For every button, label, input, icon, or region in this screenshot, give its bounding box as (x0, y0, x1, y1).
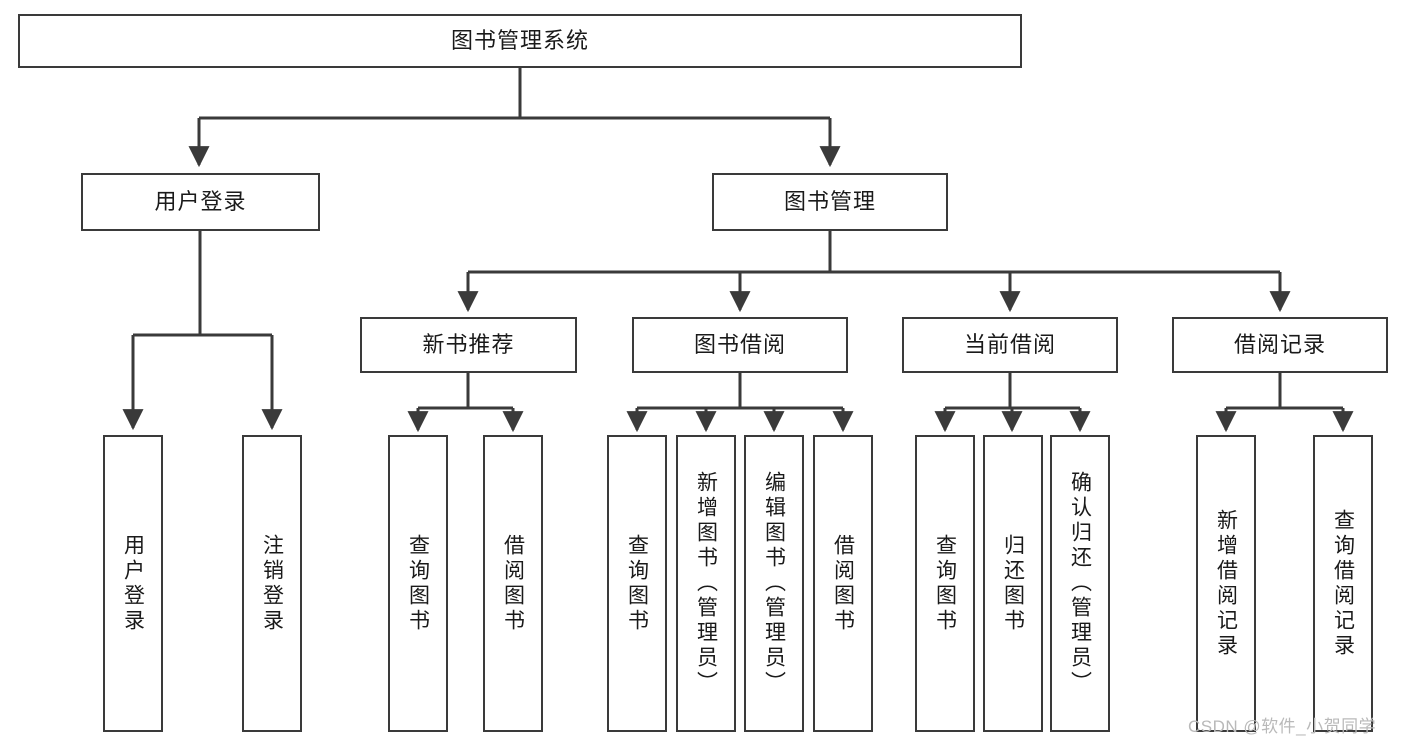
node-root[interactable]: 图书管理系统 (18, 14, 1022, 68)
watermark: CSDN @软件_小贺同学 (1188, 717, 1377, 736)
leaf-borrow-add-label: 新增图书（管理员） (694, 471, 718, 696)
leaf-user-login[interactable]: 用户登录 (103, 435, 163, 732)
node-book-manage[interactable]: 图书管理 (712, 173, 948, 231)
leaf-borrow-do-label: 借阅图书 (831, 533, 855, 634)
node-user-login-label: 用户登录 (154, 188, 247, 214)
leaf-borrow-edit-label: 编辑图书（管理员） (762, 471, 786, 696)
node-book-borrow[interactable]: 图书借阅 (632, 317, 848, 373)
leaf-borrow-query[interactable]: 查询图书 (607, 435, 667, 732)
leaf-rec-query-label: 查询图书 (406, 533, 430, 634)
leaf-cur-return-label: 归还图书 (1001, 533, 1025, 634)
node-root-label: 图书管理系统 (450, 27, 589, 53)
leaf-rec-query[interactable]: 查询图书 (388, 435, 448, 732)
leaf-user-login-label: 用户登录 (121, 533, 145, 634)
leaf-borrow-edit[interactable]: 编辑图书（管理员） (744, 435, 804, 732)
node-book-borrow-label: 图书借阅 (693, 331, 786, 357)
node-current-borrow[interactable]: 当前借阅 (902, 317, 1118, 373)
node-current-borrow-label: 当前借阅 (963, 331, 1056, 357)
leaf-cur-confirm[interactable]: 确认归还（管理员） (1050, 435, 1110, 732)
node-borrow-record[interactable]: 借阅记录 (1172, 317, 1388, 373)
leaf-cur-query-label: 查询图书 (933, 533, 957, 634)
leaf-rec-add-label: 新增借阅记录 (1214, 508, 1238, 659)
leaf-cur-return[interactable]: 归还图书 (983, 435, 1043, 732)
leaf-user-logout-label: 注销登录 (260, 533, 284, 634)
leaf-rec-search[interactable]: 查询借阅记录 (1313, 435, 1373, 732)
node-book-manage-label: 图书管理 (783, 188, 876, 214)
node-new-book-rec[interactable]: 新书推荐 (360, 317, 577, 373)
leaf-user-logout[interactable]: 注销登录 (242, 435, 302, 732)
node-borrow-record-label: 借阅记录 (1233, 331, 1326, 357)
leaf-borrow-do[interactable]: 借阅图书 (813, 435, 873, 732)
leaf-rec-search-label: 查询借阅记录 (1331, 508, 1355, 659)
leaf-cur-query[interactable]: 查询图书 (915, 435, 975, 732)
leaf-borrow-query-label: 查询图书 (625, 533, 649, 634)
leaf-rec-borrow[interactable]: 借阅图书 (483, 435, 543, 732)
node-user-login[interactable]: 用户登录 (81, 173, 320, 231)
leaf-borrow-add[interactable]: 新增图书（管理员） (676, 435, 736, 732)
leaf-rec-add[interactable]: 新增借阅记录 (1196, 435, 1256, 732)
leaf-cur-confirm-label: 确认归还（管理员） (1068, 471, 1092, 696)
leaf-rec-borrow-label: 借阅图书 (501, 533, 525, 634)
node-new-book-rec-label: 新书推荐 (422, 331, 515, 357)
